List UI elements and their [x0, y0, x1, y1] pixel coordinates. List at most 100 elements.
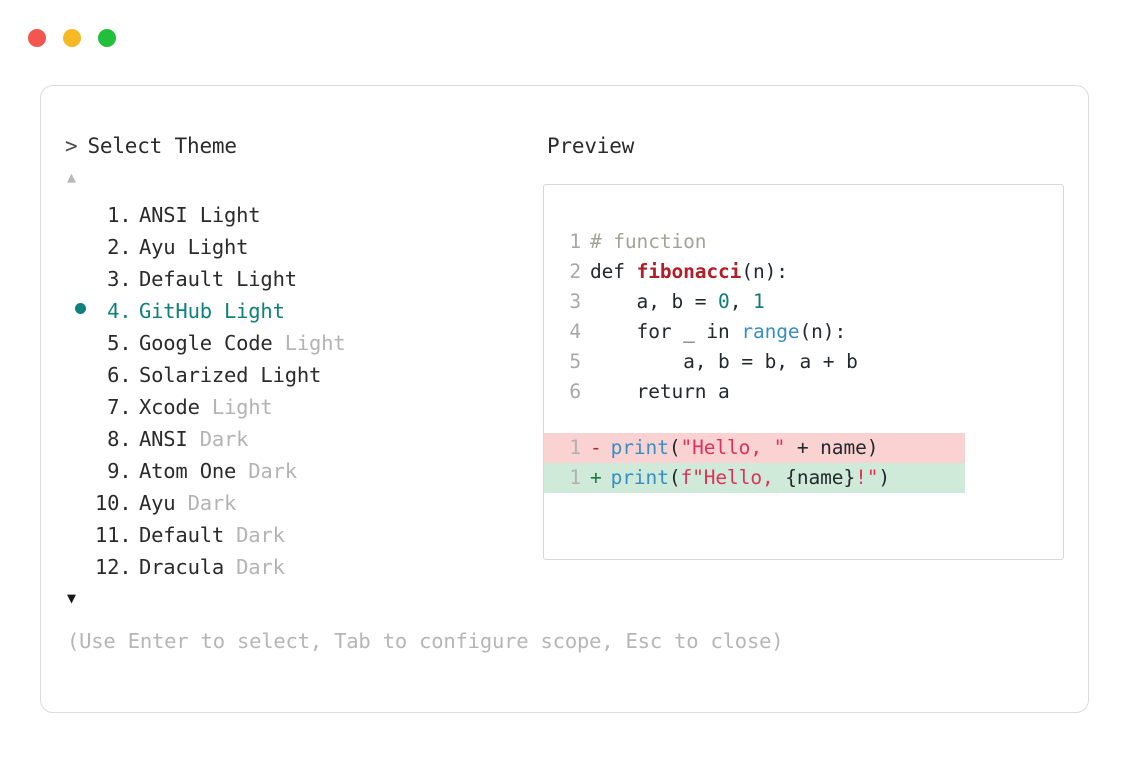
theme-list-item[interactable]: 6. Solarized Light — [65, 359, 543, 391]
theme-list-item[interactable]: 1. ANSI Light — [65, 199, 543, 231]
theme-item-variant: Dark — [236, 459, 297, 483]
theme-list: 1. ANSI Light 2.Ayu Light 3. Default Light… — [65, 199, 543, 583]
code-line-text: a, b = b, a + b — [590, 347, 858, 377]
code-token: 0 — [718, 290, 730, 313]
theme-list-item[interactable]: 10.Ayu Dark — [65, 487, 543, 519]
code-line: 5 a, b = b, a + b — [544, 347, 1063, 377]
code-line-text: for _ in range(n): — [590, 317, 847, 347]
code-token: ( — [668, 436, 681, 459]
theme-item-number: 7. — [95, 395, 132, 419]
code-spacer — [544, 407, 1063, 433]
code-line-number: 3 — [569, 290, 581, 313]
code-line-number: 6 — [569, 380, 581, 403]
code-line: 1# function — [544, 227, 1063, 257]
theme-list-column: > Select Theme ▲ 1. ANSI Light 2.Ayu Ligh… — [65, 132, 543, 610]
code-line-number: 4 — [569, 320, 581, 343]
theme-item-name: Default — [139, 523, 224, 547]
code-token: # function — [590, 230, 707, 253]
theme-item-name: Dracula — [139, 555, 224, 579]
scroll-up-icon[interactable]: ▲ — [67, 168, 77, 186]
theme-item-number: 11. — [95, 523, 132, 547]
prompt-caret-icon: > — [65, 134, 78, 158]
theme-item-number: 4. — [95, 299, 132, 323]
theme-item-number: 9. — [95, 459, 132, 483]
theme-item-variant: Light — [272, 331, 346, 355]
code-token: {name} — [785, 466, 856, 489]
code-token: + name) — [785, 436, 879, 459]
minimize-window-button[interactable] — [63, 29, 81, 47]
code-token: range — [741, 320, 800, 343]
theme-list-item[interactable]: 3. Default Light — [65, 263, 543, 295]
theme-item-number: 3. — [95, 267, 132, 291]
diff-removed-line: 1-print("Hello, " + name) — [544, 433, 965, 463]
theme-item-variant: Light — [211, 299, 285, 323]
theme-list-item[interactable]: 11. Default Dark — [65, 519, 543, 551]
diff-line-text: print(f"Hello, {name}!") — [611, 463, 890, 493]
code-line-text: a, b = 0, 1 — [590, 287, 765, 317]
theme-item-variant: Light — [248, 363, 322, 387]
theme-item-variant: Dark — [187, 427, 249, 451]
code-token: fibonacci — [636, 260, 742, 283]
theme-list-item[interactable]: 8. ANSI Dark — [65, 423, 543, 455]
theme-item-name: ANSI — [139, 203, 188, 227]
diff-added-line: 1+print(f"Hello, {name}!") — [544, 463, 965, 493]
theme-list-item[interactable]: 5. Google Code Light — [65, 327, 543, 359]
code-line-text: # function — [590, 227, 707, 257]
theme-item-variant: Light — [224, 267, 297, 291]
window-traffic-lights — [28, 29, 116, 47]
close-window-button[interactable] — [28, 29, 46, 47]
code-token: return a — [590, 380, 730, 403]
theme-item-number: 1. — [95, 203, 132, 227]
theme-item-number: 12. — [95, 555, 132, 579]
scroll-down-icon[interactable]: ▼ — [67, 589, 77, 607]
theme-item-variant: Light — [199, 395, 273, 419]
theme-item-name: Default — [139, 267, 224, 291]
theme-list-item[interactable]: 9. Atom One Dark — [65, 455, 543, 487]
theme-item-name: Atom One — [139, 459, 237, 483]
code-token: f"Hello, — [680, 466, 786, 489]
code-line-number: 5 — [569, 350, 581, 373]
keyboard-hint: (Use Enter to select, Tab to configure s… — [67, 629, 784, 653]
maximize-window-button[interactable] — [98, 29, 116, 47]
code-line: 4 for _ in range(n): — [544, 317, 1063, 347]
code-line-text: def fibonacci(n): — [590, 257, 788, 287]
diff-block: 1-print("Hello, " + name)1+print(f"Hello… — [544, 433, 1063, 493]
code-token: !" — [855, 466, 879, 489]
picker-prompt: > Select Theme — [65, 132, 543, 160]
code-token: a, b = b, a + b — [590, 350, 858, 373]
theme-item-number: 5. — [95, 331, 132, 355]
theme-item-name: Google Code — [139, 331, 273, 355]
code-token: (n): — [741, 260, 788, 283]
code-line-text: return a — [590, 377, 730, 407]
theme-item-name: ANSI — [139, 427, 188, 451]
theme-list-item[interactable]: 12.Dracula Dark — [65, 551, 543, 583]
theme-item-number: 8. — [95, 427, 132, 451]
theme-list-item[interactable]: 7.Xcode Light — [65, 391, 543, 423]
code-line: 6 return a — [544, 377, 1063, 407]
code-token: (n): — [799, 320, 847, 343]
diff-minus-sign: - — [590, 436, 602, 459]
theme-item-number: 6. — [95, 363, 132, 387]
theme-list-item[interactable]: 2.Ayu Light — [65, 231, 543, 263]
theme-item-variant: Light — [175, 235, 249, 259]
code-line-number: 2 — [569, 260, 581, 283]
selected-bullet-icon — [74, 303, 86, 314]
code-token: ) — [878, 466, 891, 489]
code-token: ( — [668, 466, 681, 489]
picker-columns: > Select Theme ▲ 1. ANSI Light 2.Ayu Ligh… — [65, 132, 1064, 610]
code-token: a, b = — [590, 290, 719, 313]
theme-item-variant: Dark — [224, 523, 285, 547]
theme-item-variant: Light — [187, 203, 261, 227]
code-token: print — [610, 436, 669, 459]
code-token: for _ in — [590, 320, 742, 343]
diff-line-number: 1 — [569, 436, 581, 459]
theme-picker-card: > Select Theme ▲ 1. ANSI Light 2.Ayu Ligh… — [40, 85, 1089, 713]
code-token: , — [729, 290, 753, 313]
theme-list-item[interactable]: 4.GitHub Light — [65, 295, 543, 327]
theme-item-name: Solarized — [139, 363, 249, 387]
code-line: 3 a, b = 0, 1 — [544, 287, 1063, 317]
code-token: "Hello, " — [680, 436, 786, 459]
